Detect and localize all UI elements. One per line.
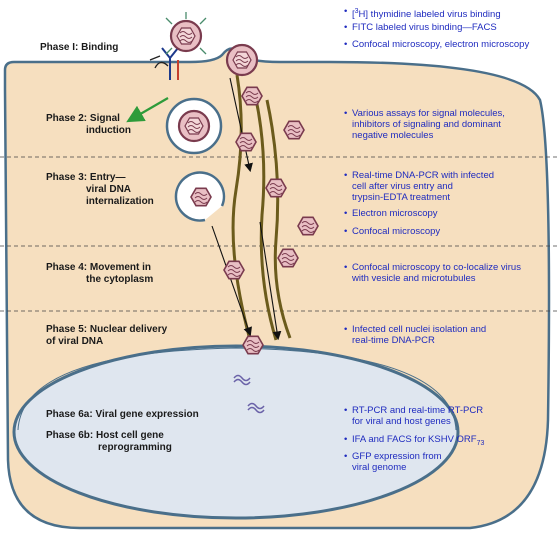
capsid-3: [235, 132, 257, 152]
virion-binding: [169, 19, 203, 53]
phase-6b-label: Phase 6b: Host cell gene reprogramming: [46, 430, 172, 453]
capsid-8: [242, 335, 264, 355]
capsid-5: [297, 216, 319, 236]
capsid-7: [277, 248, 299, 268]
phase-1-label: Phase I: Binding: [40, 42, 119, 53]
method-ifa-facs: • IFA and FACS for KSHV ORF73: [344, 434, 485, 447]
capsid-6: [223, 260, 245, 280]
method-electron-microscopy: •Electron microscopy: [344, 208, 438, 219]
receptor: [149, 47, 179, 80]
method-colocalize: • Confocal microscopy to co-localize vir…: [344, 262, 521, 284]
capsid-2: [283, 120, 305, 140]
microtubule-1: [231, 74, 252, 341]
method-confocal: •Confocal microscopy: [344, 226, 441, 237]
green-arrow: [126, 97, 169, 123]
phase-4-label: Phase 4: Movement in the cytoplasm: [46, 262, 154, 285]
microtubule-3: [265, 99, 292, 339]
nucleus: [12, 344, 460, 520]
arrow-2: [211, 225, 252, 337]
capsid-4: [265, 178, 287, 198]
phase-5-label: Phase 5: Nuclear delivery of viral DNA: [46, 324, 168, 347]
virion-endosome: [177, 109, 211, 143]
arrow-3: [259, 221, 282, 341]
method-signal-assays: • Various assays for signal molecules,in…: [344, 108, 505, 141]
viral-dna-1: [233, 374, 251, 386]
phase-6a-label: Phase 6a: Viral gene expression: [46, 409, 199, 420]
arrow-1: [229, 77, 253, 173]
viral-dna-2: [247, 402, 265, 414]
capsid-1: [241, 86, 263, 106]
phase-2-label: Phase 2: Signal induction: [46, 113, 131, 136]
nuclear-envelope-outer: [17, 347, 457, 431]
virion-fusing: [225, 43, 259, 77]
glycoprotein-spikes: [165, 12, 207, 55]
method-thymidine: • [3H] thymidine labeled virus binding: [344, 6, 501, 21]
phase-3-label: Phase 3: Entry— viral DNA internalizatio…: [46, 172, 154, 207]
method-confocal-em: •Confocal microscopy, electron microscop…: [344, 39, 530, 50]
method-fitc: •FITC labeled virus binding—FACS: [344, 22, 497, 33]
capsid-vesicle: [190, 187, 212, 207]
microtubule-2: [252, 89, 278, 341]
